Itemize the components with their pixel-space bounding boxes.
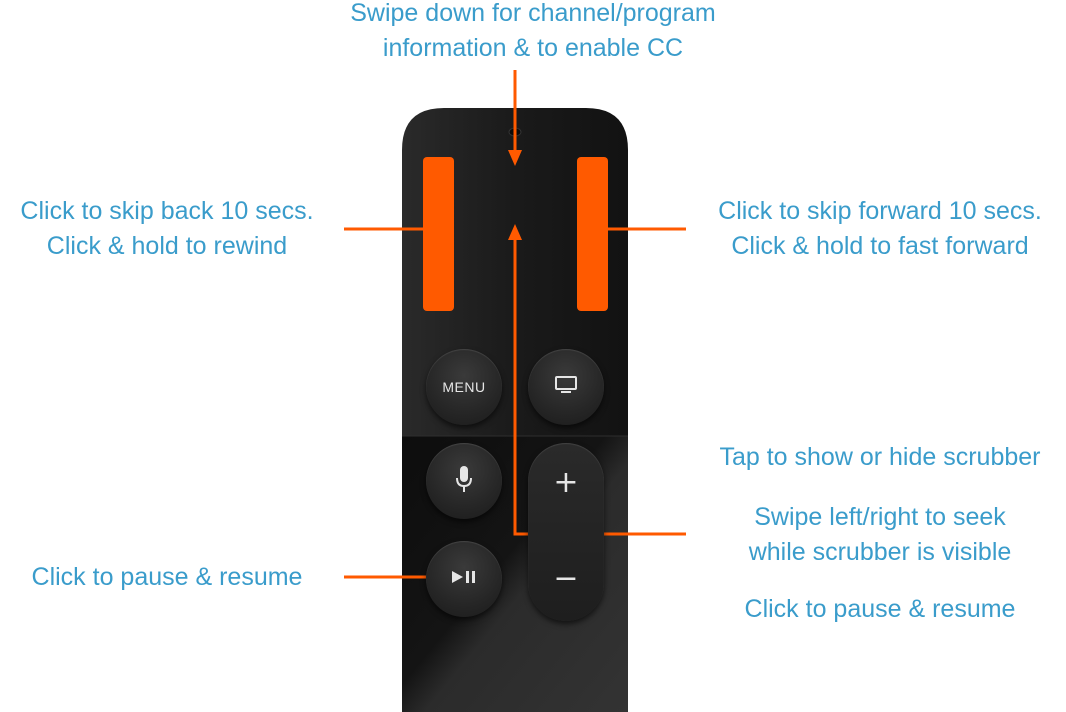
menu-button-label: MENU [442, 379, 486, 395]
label-skip-back: Click to skip back 10 secs. Click & hold… [20, 197, 314, 260]
label-swipe-seek: Swipe left/right to seek while scrubber … [748, 503, 1012, 566]
label-swipe-down: Swipe down for channel/program informati… [350, 0, 716, 62]
label-tap-scrubber: Tap to show or hide scrubber [719, 443, 1041, 471]
play-pause-icon [451, 570, 477, 589]
siri-button[interactable] [426, 443, 502, 519]
label-click-pause-left: Click to pause & resume [31, 563, 303, 591]
volume-up-button[interactable]: + [553, 465, 579, 500]
tv-icon [554, 375, 578, 399]
arrow-swipe-down [508, 70, 522, 166]
skip-back-zone[interactable] [423, 157, 454, 311]
volume-down-button[interactable]: − [553, 561, 579, 596]
volume-rocker[interactable]: + − [528, 443, 604, 621]
label-click-pause-right: Click to pause & resume [744, 595, 1016, 623]
arrow-tap-center [508, 224, 686, 536]
label-skip-forward: Click to skip forward 10 secs. Click & h… [718, 197, 1042, 260]
menu-button[interactable]: MENU [426, 349, 502, 425]
skip-forward-zone[interactable] [577, 157, 608, 311]
microphone-icon [456, 465, 472, 498]
play-pause-button[interactable] [426, 541, 502, 617]
tv-button[interactable] [528, 349, 604, 425]
